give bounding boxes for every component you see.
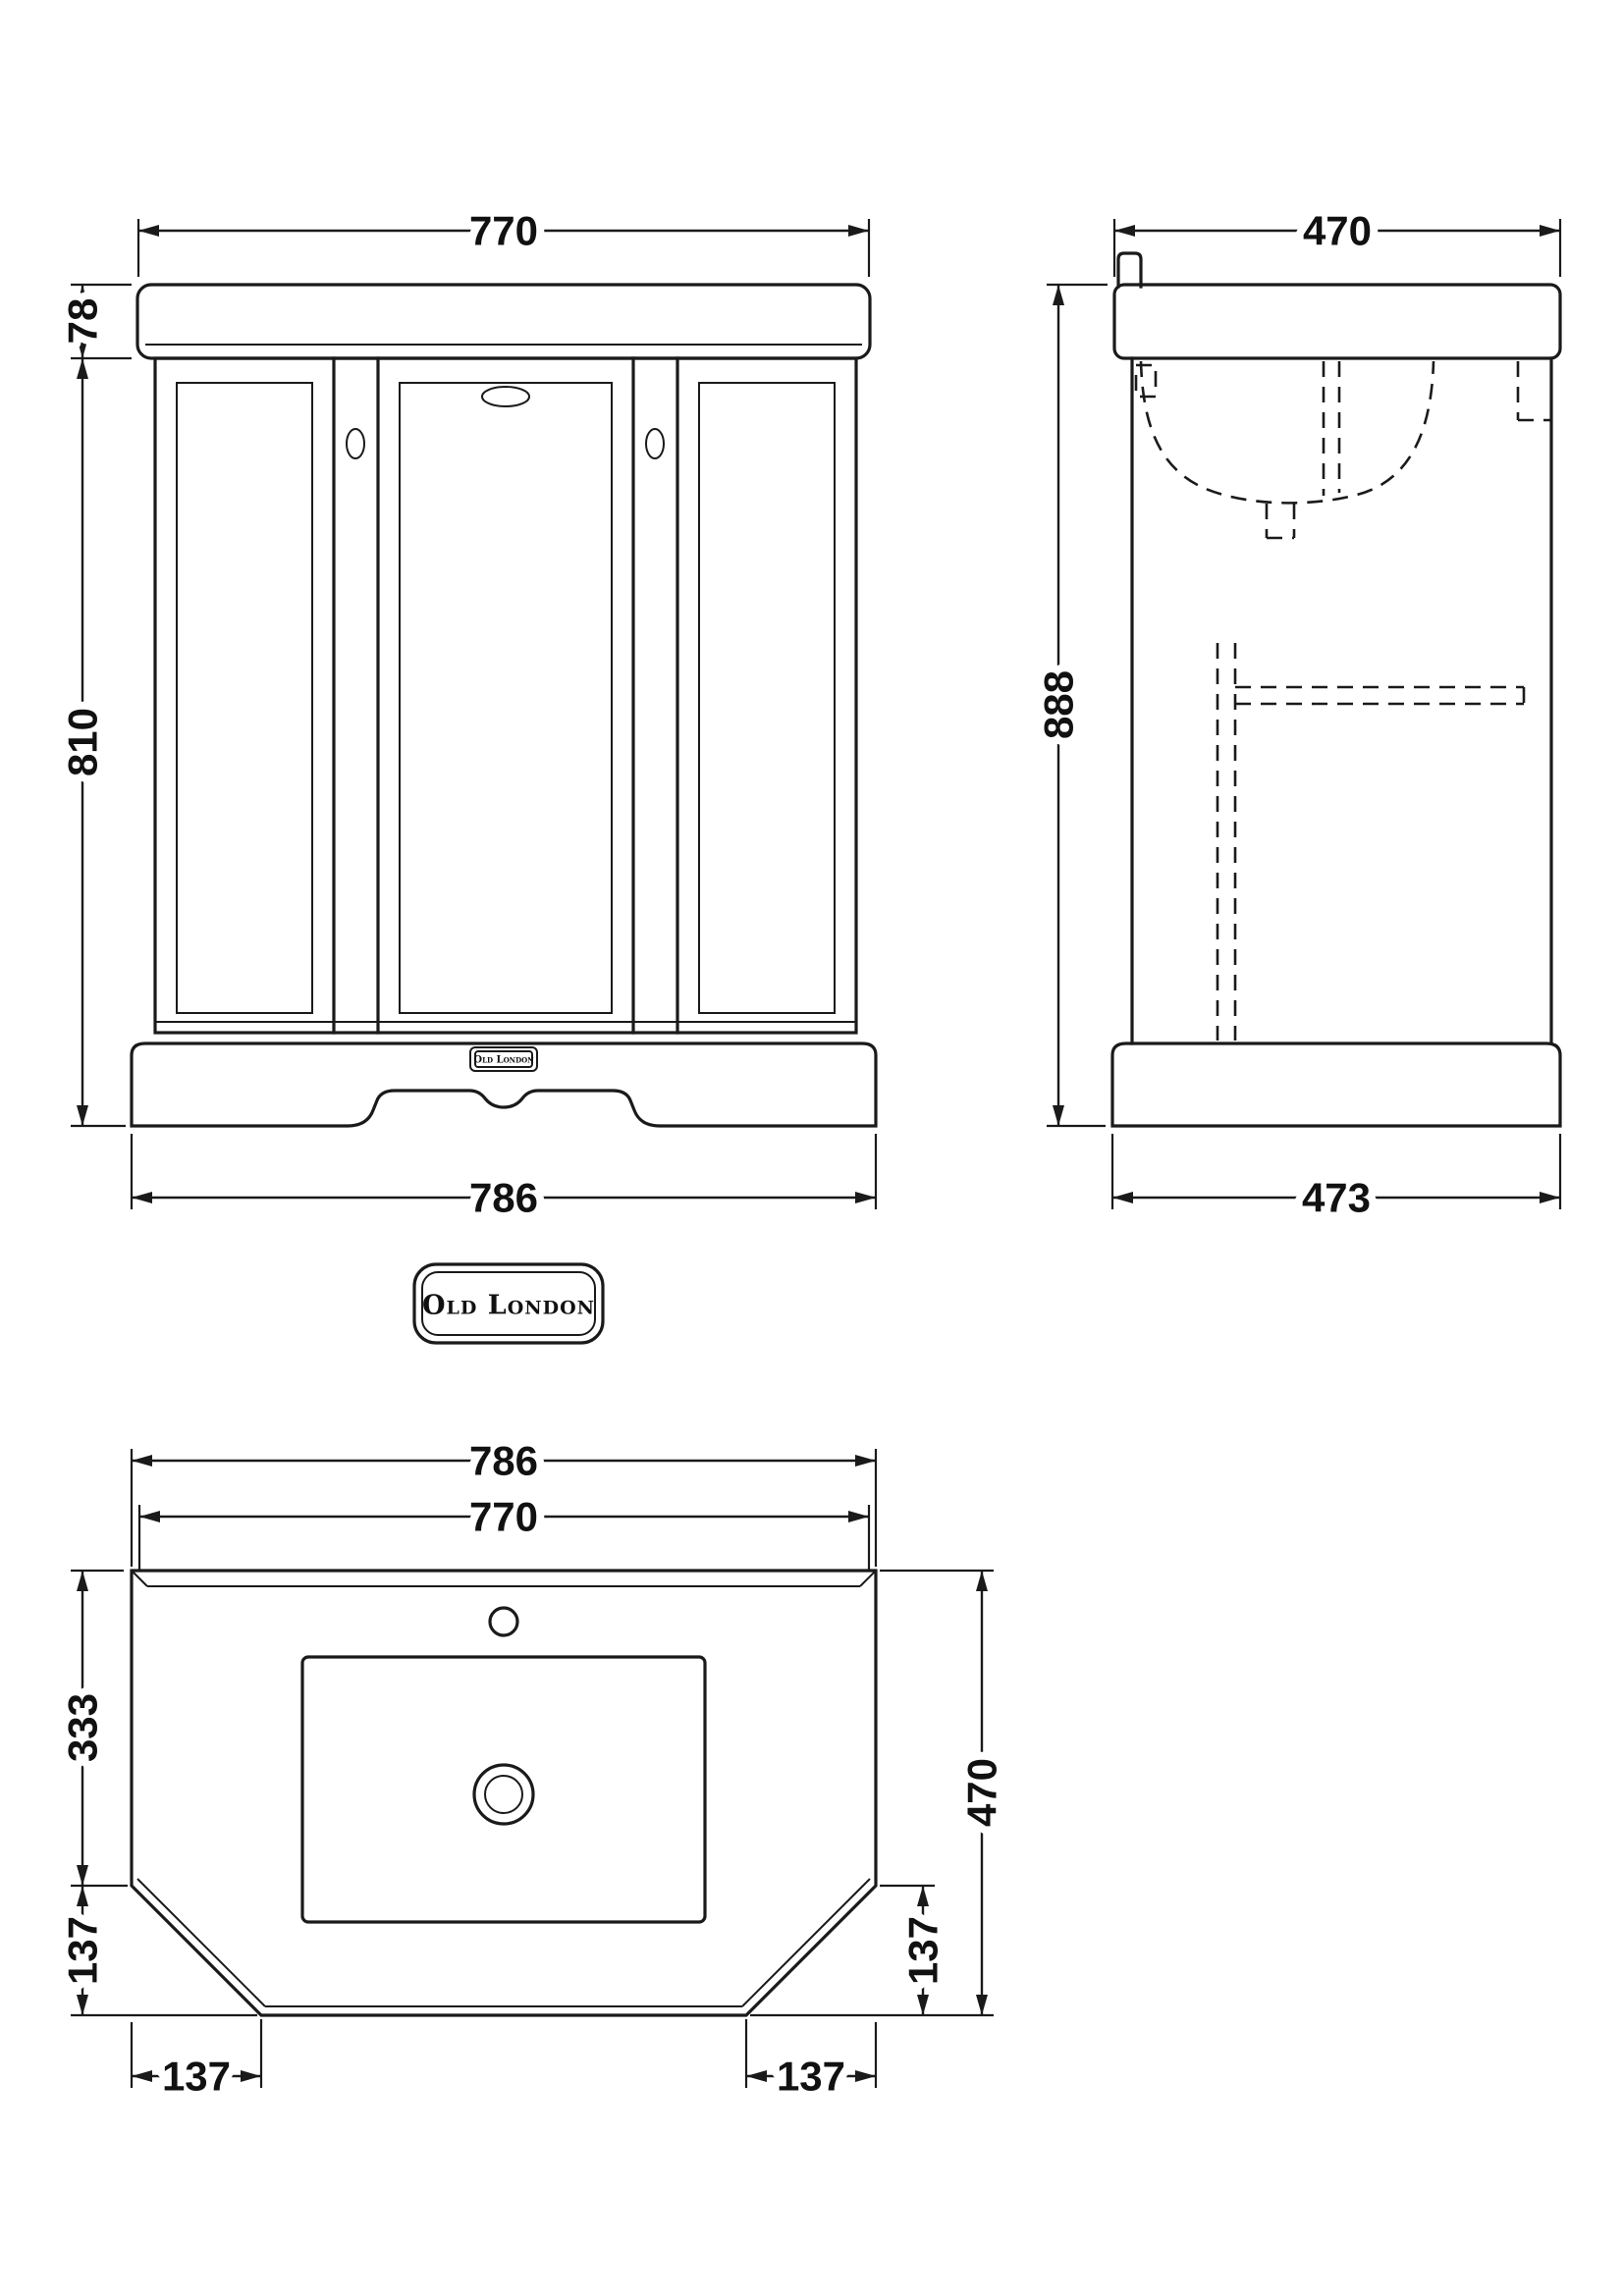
front-plinth [130, 1041, 878, 1128]
front-plinth-nameplate-text: Old London [473, 1055, 534, 1066]
brand-badge-outer-border [412, 1262, 605, 1345]
plan-rim-inner-right-chamfer [741, 1878, 871, 2007]
front-left-door-panel [176, 382, 313, 1014]
front-center-oval-recess [481, 386, 530, 407]
dimension-label-plan-basin-width: 770 [469, 1494, 538, 1540]
dimension-label-side-height: 888 [1036, 670, 1082, 739]
side-upstand-tab [1116, 251, 1143, 289]
dimension-label-front-width-bottom: 786 [469, 1175, 538, 1221]
side-elevation-view: 470 888 473 [1028, 200, 1562, 1229]
plan-rim-inner-left-chamfer [136, 1878, 266, 2007]
brand-badge-inner-border [421, 1271, 596, 1336]
dimension-label-plan-chamfer-width-left: 137 [162, 2054, 231, 2100]
plan-corner-chamfer-line [859, 1570, 877, 1587]
front-elevation-view: Old London 770 78 810 786 [52, 200, 878, 1229]
dimension-label-side-depth-top: 470 [1303, 208, 1372, 254]
dimension-label-side-depth-bottom: 473 [1302, 1175, 1371, 1221]
brand-badge: Old London [412, 1262, 605, 1345]
dimension-label-plan-overall-width: 786 [469, 1438, 538, 1484]
plan-view: 786 770 333 137 470 [52, 1430, 1013, 2108]
front-left-door-knob [346, 428, 365, 459]
plan-basin-outline [130, 1569, 878, 2017]
plan-corner-chamfer-line [131, 1570, 148, 1587]
dimension-label-plan-right-chamfer-depth: 137 [900, 1916, 947, 1985]
front-basin-slab [135, 283, 872, 360]
front-right-door-knob [645, 428, 665, 459]
side-plinth [1110, 1041, 1562, 1128]
front-cabinet-outline [153, 356, 858, 1035]
side-basin-slab [1112, 283, 1562, 360]
side-hidden-bowl-outline [1139, 360, 1435, 505]
dimension-label-plan-chamfer-width-right: 137 [777, 2054, 845, 2100]
side-hidden-hinge-plate [1134, 363, 1158, 399]
front-center-panel [399, 382, 613, 1014]
front-plinth-nameplate [469, 1046, 538, 1072]
front-plinth-nameplate-inner [474, 1050, 533, 1068]
plan-waste-outer-circle [472, 1763, 535, 1826]
plan-tap-hole [488, 1606, 519, 1637]
dimension-label-front-cabinet-height: 810 [60, 708, 106, 776]
dimension-label-plan-left-chamfer-depth: 137 [60, 1916, 106, 1985]
brand-badge-text: Old London [422, 1291, 595, 1321]
dimension-label-plan-overall-depth: 470 [959, 1758, 1005, 1827]
front-right-door-panel [698, 382, 836, 1014]
dimension-label-plan-side-depth: 333 [60, 1693, 106, 1762]
plan-waste-inner-circle [484, 1775, 523, 1814]
dimension-label-front-width-top: 770 [469, 208, 538, 254]
dimension-label-front-basin-height: 78 [60, 298, 106, 345]
plan-bowl-outline [300, 1655, 707, 1924]
